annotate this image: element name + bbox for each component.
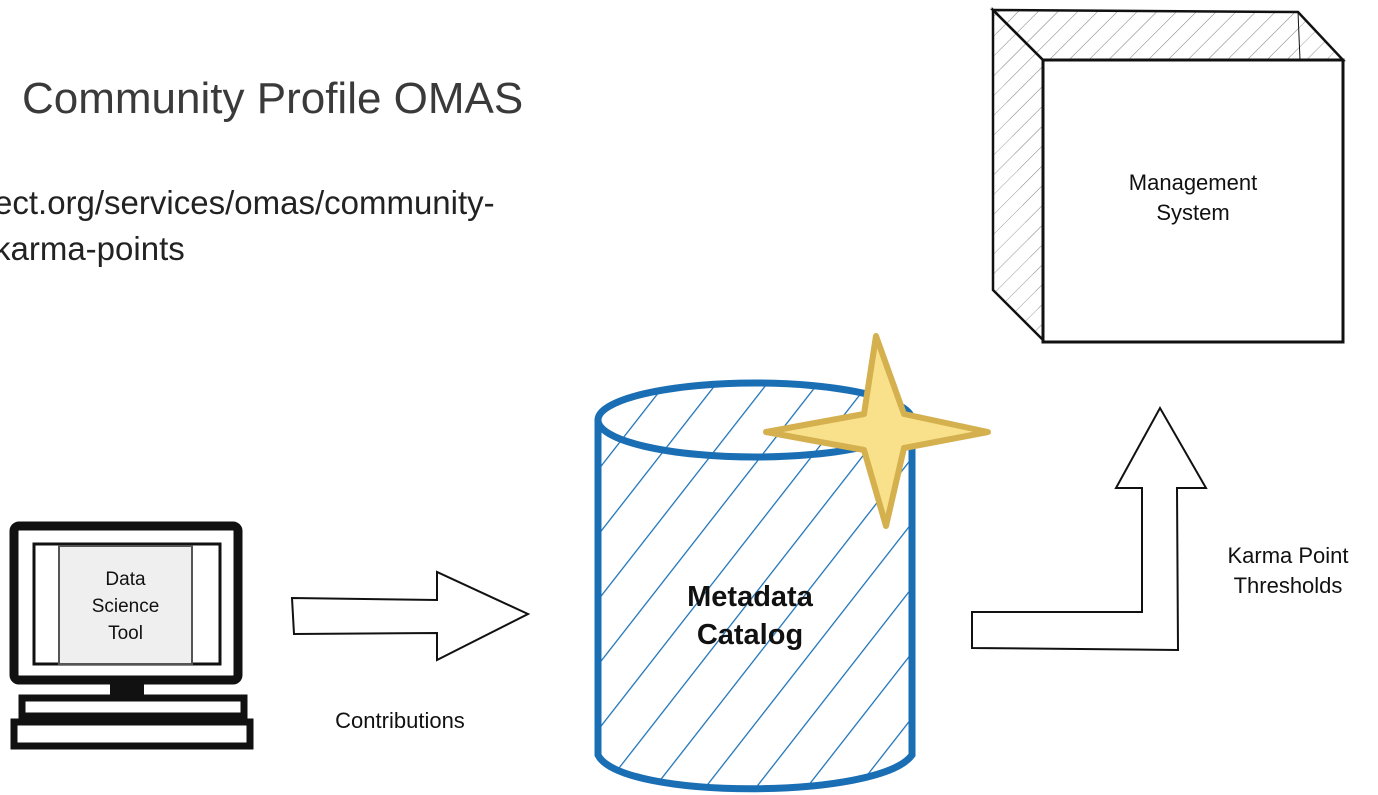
karma-label-line-2: Thresholds: [1233, 573, 1343, 598]
management-system-label: Management System: [1043, 168, 1343, 228]
url-line-2: karma-points: [0, 230, 185, 267]
karma-thresholds-label: Karma Point Thresholds: [1198, 541, 1378, 601]
contributions-label: Contributions: [335, 708, 465, 733]
cube-icon: [989, 6, 1346, 344]
catalog-label-line-1: Metadata: [687, 581, 813, 613]
sparkle-star-icon: [763, 333, 991, 529]
url-line-1: ect.org/services/omas/community-: [0, 184, 495, 221]
management-label-line-2: System: [1156, 200, 1230, 225]
management-label-line-1: Management: [1128, 170, 1258, 195]
data-science-tool-label: Data Science Tool: [59, 566, 192, 647]
page-title: Community Profile OMAS: [22, 74, 524, 123]
computer-icon: [9, 521, 254, 750]
up-arrow-icon: [971, 405, 1208, 652]
metadata-catalog-label: Metadata Catalog: [640, 578, 860, 654]
catalog-label-line-2: Catalog: [696, 619, 804, 651]
karma-label-line-1: Karma Point: [1227, 543, 1349, 568]
tool-label-line-3: Tool: [108, 623, 143, 644]
right-arrow-icon: [290, 570, 531, 662]
tool-label-line-1: Data: [105, 569, 146, 590]
tool-label-line-2: Science: [91, 596, 160, 617]
url-text: ect.org/services/omas/community- karma-p…: [0, 180, 495, 272]
